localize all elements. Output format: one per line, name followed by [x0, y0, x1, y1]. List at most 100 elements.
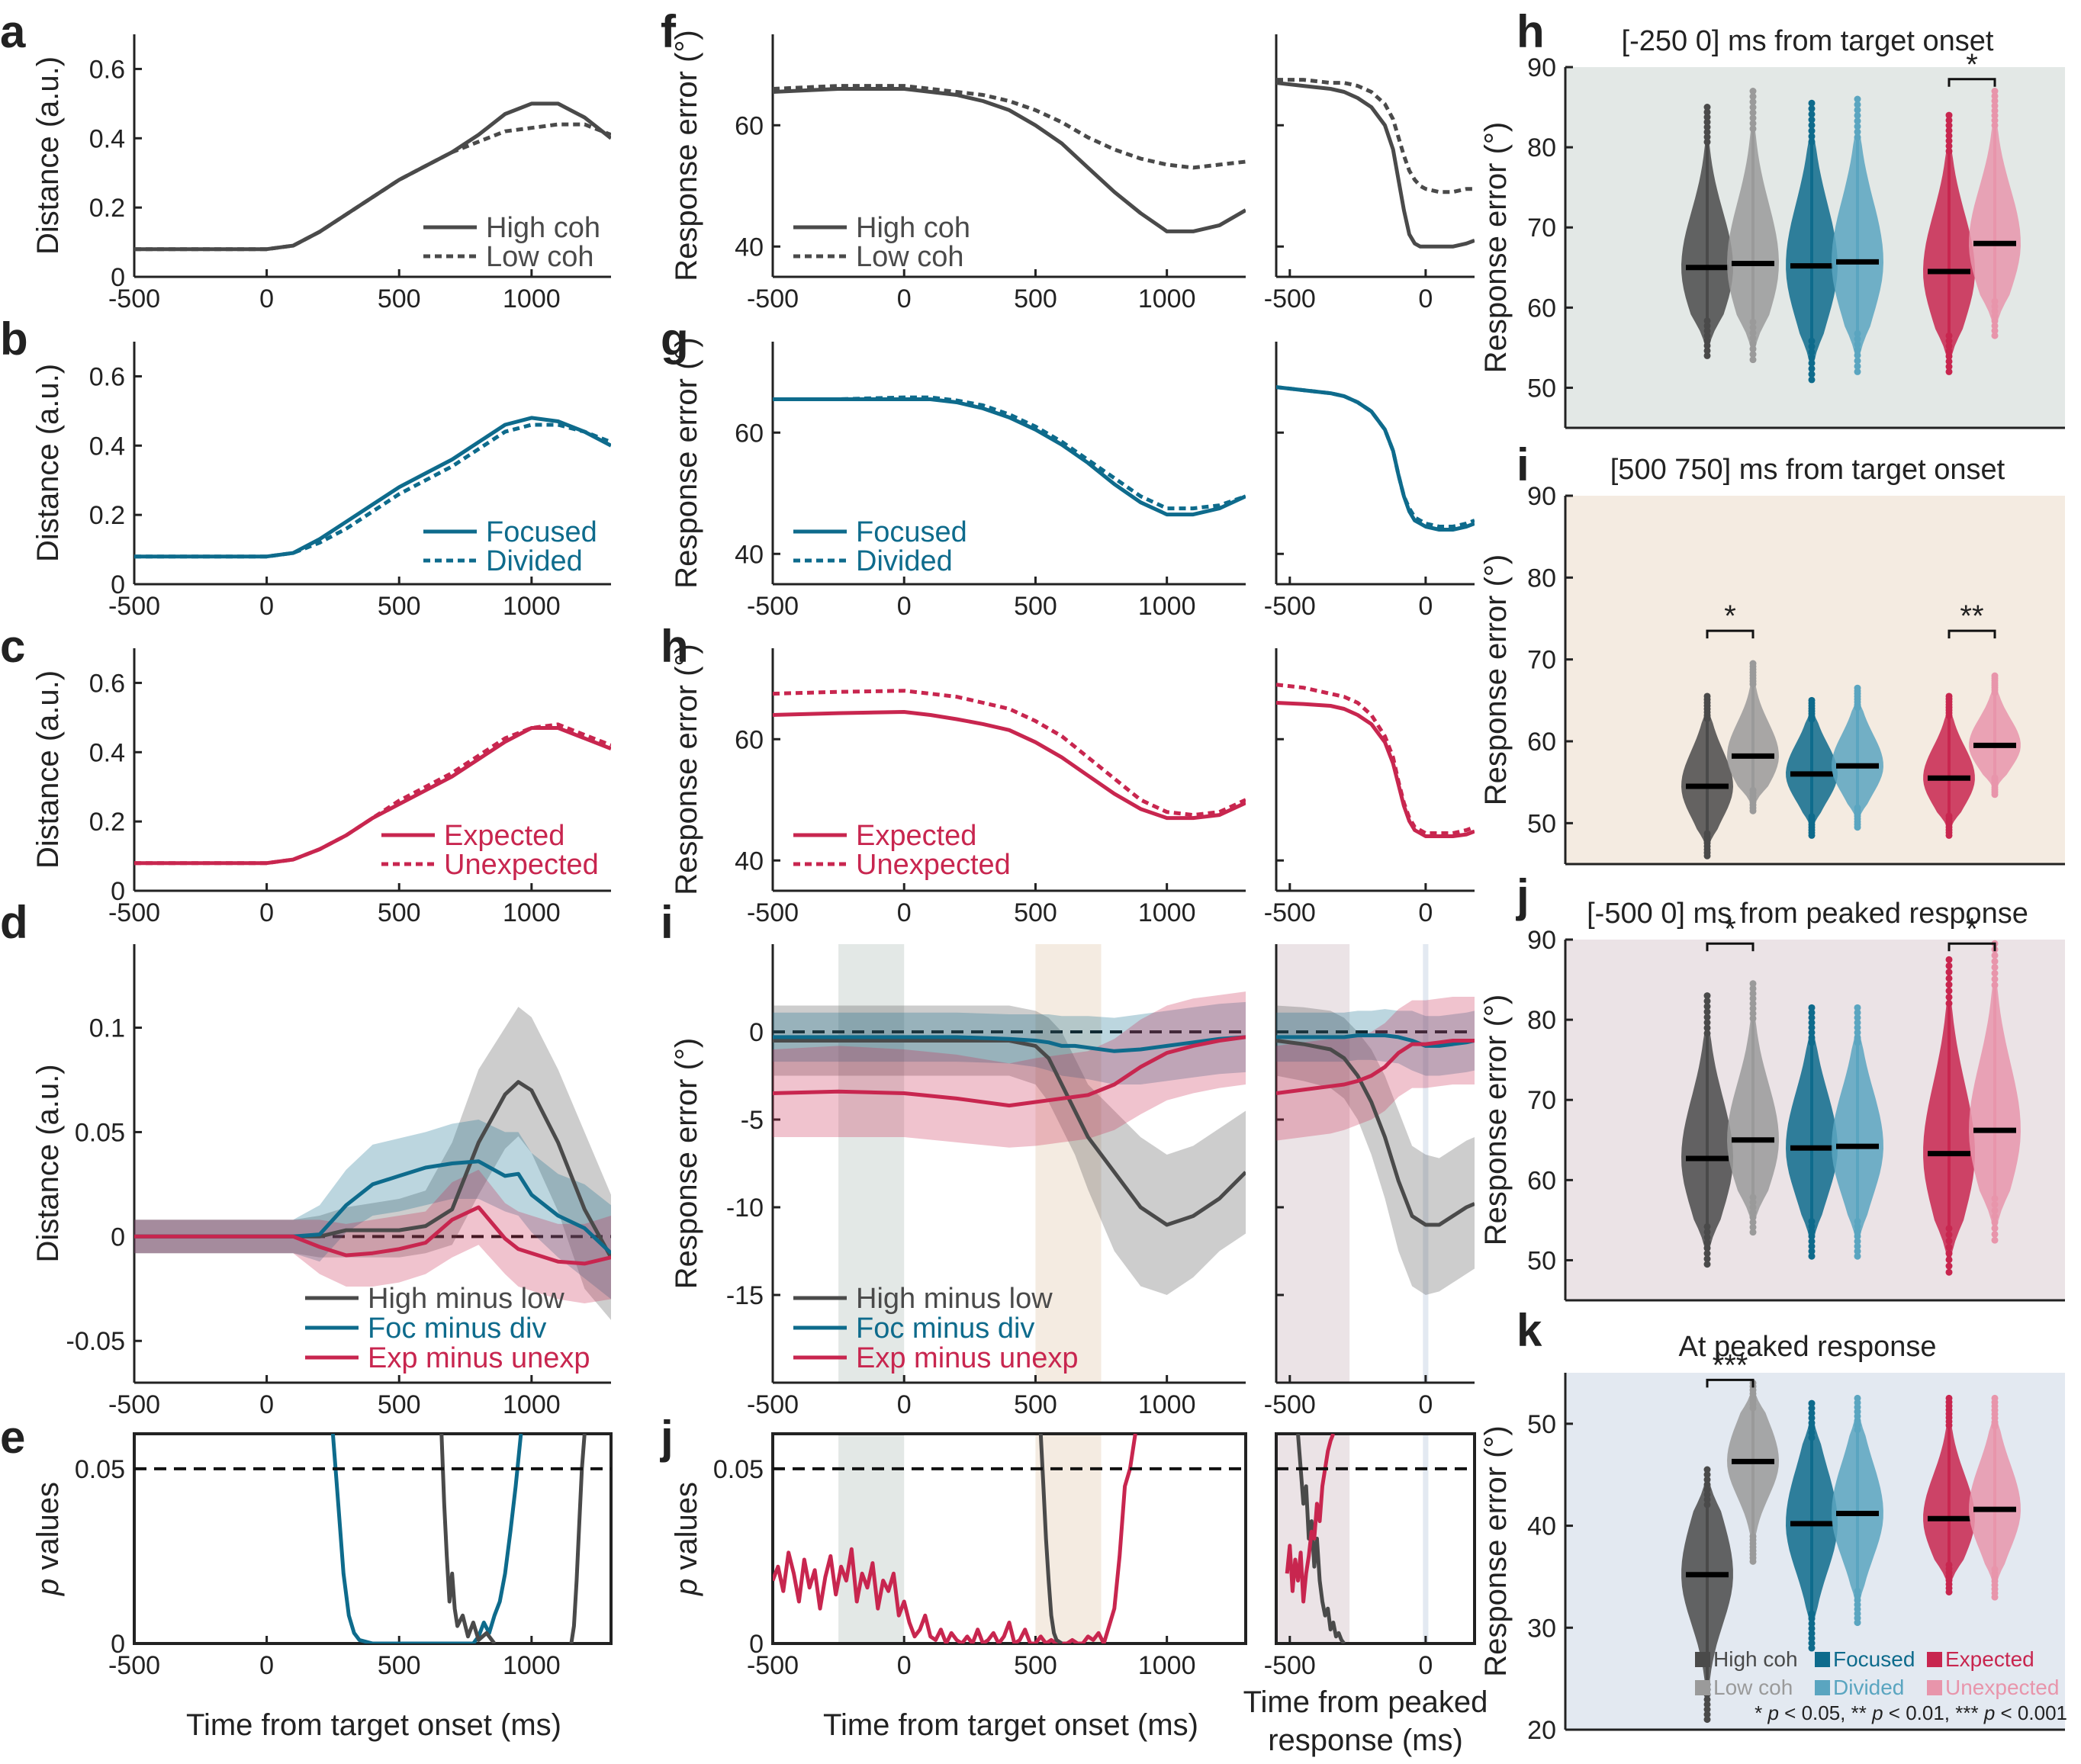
violin-outlier-top-2 — [1808, 1405, 1816, 1412]
x-tick-label: 500 — [378, 592, 421, 621]
violin-outlier-top-4 — [1945, 122, 1953, 130]
violin-legend-label-high-coh: High coh — [1713, 1647, 1798, 1671]
legend-i-line: High minus low Foc minus div Exp minus u… — [793, 1283, 1079, 1374]
violin-outlier-top-5 — [1991, 982, 1999, 989]
series-line-1 — [773, 689, 1246, 818]
y-tick-label: 0 — [111, 877, 125, 906]
violin-outlier-bottom-5 — [1991, 1213, 1999, 1220]
violin-outlier-bottom-5 — [1991, 1219, 1999, 1226]
violin-outlier-bottom-1 — [1749, 1223, 1757, 1231]
series-line-0 — [773, 87, 1246, 233]
axes-box — [1275, 1432, 1476, 1645]
violin-outlier-top-3 — [1854, 117, 1861, 125]
violin-outlier-bottom-0 — [1703, 1261, 1711, 1268]
peak-xlabel-line1: Time from peaked — [1243, 1685, 1488, 1719]
y-tick-label: 70 — [1527, 214, 1556, 243]
violin-outlier-top-3 — [1854, 1004, 1861, 1011]
violin-outlier-bottom-0 — [1703, 332, 1711, 339]
violin-outlier-top-2 — [1808, 1409, 1816, 1417]
panel-letter-h-violin: h — [1517, 6, 1545, 57]
x-tick-label: 500 — [378, 284, 421, 313]
violin-outlier-top-3 — [1854, 704, 1861, 712]
violin-outlier-bottom-4 — [1945, 358, 1953, 365]
y-axis-label: Response error (°) — [670, 1038, 703, 1289]
y-tick-label: 70 — [1527, 1086, 1556, 1115]
violin-outlier-bottom-3 — [1854, 346, 1861, 354]
y-tick-label: 80 — [1527, 133, 1556, 162]
y-tick-label: 40 — [1527, 1512, 1556, 1541]
violin-outlier-bottom-2 — [1808, 354, 1816, 361]
x-tick-label: 0 — [1418, 898, 1433, 927]
violin-outlier-top-5 — [1991, 102, 1999, 110]
violin-panel-title: [-250 0] ms from target onset — [1622, 25, 1994, 57]
legend-g-label-0: Focused — [856, 516, 967, 548]
violin-outlier-bottom-1 — [1749, 345, 1757, 353]
highlight-window-0 — [1276, 944, 1350, 1383]
violin-outlier-top-0 — [1703, 128, 1711, 136]
violin-outlier-top-3 — [1854, 95, 1861, 103]
significance-bracket-0 — [1706, 942, 1755, 952]
y-tick-label: 20 — [1527, 1716, 1556, 1745]
violin-outlier-bottom-5 — [1991, 317, 1999, 325]
series-line-1 — [134, 722, 611, 866]
violin-outlier-top-1 — [1749, 120, 1757, 127]
violin-outlier-bottom-2 — [1808, 1242, 1816, 1250]
violin-outlier-top-0 — [1703, 1491, 1711, 1499]
violin-outlier-bottom-2 — [1808, 1232, 1816, 1240]
violin-outlier-bottom-1 — [1749, 334, 1757, 342]
violin-outlier-bottom-4 — [1945, 342, 1953, 350]
violin-outlier-bottom-4 — [1945, 368, 1953, 375]
y-tick-label: 0.6 — [89, 362, 125, 391]
x-tick-label: 1000 — [503, 898, 561, 927]
legend-f-label-1: Low coh — [856, 241, 964, 273]
violin-outlier-top-4 — [1945, 1000, 1953, 1007]
violin-outlier-top-5 — [1991, 121, 1999, 129]
x-tick-label: -500 — [747, 898, 799, 927]
violin-outlier-top-4 — [1945, 969, 1953, 976]
footnote-part: p — [1983, 1701, 1995, 1724]
x-tick-label: 0 — [897, 1651, 912, 1680]
y-tick-label: 70 — [1527, 646, 1556, 675]
y-tick-label: 0.2 — [89, 808, 125, 837]
violin-outlier-top-1 — [1749, 1010, 1757, 1017]
violin-outlier-bottom-4 — [1945, 1237, 1953, 1245]
violin-outlier-bottom-2 — [1808, 1228, 1816, 1235]
violin-outlier-top-3 — [1854, 1019, 1861, 1027]
violin-outlier-top-2 — [1808, 111, 1816, 118]
x-tick-label: -500 — [108, 898, 160, 927]
violin-outlier-top-4 — [1945, 987, 1953, 994]
violin-outlier-bottom-3 — [1854, 1242, 1861, 1250]
violin-outlier-bottom-3 — [1854, 336, 1861, 343]
violin-outlier-bottom-4 — [1945, 363, 1953, 371]
violin-outlier-bottom-0 — [1703, 327, 1711, 335]
violin-outlier-bottom-2 — [1808, 1615, 1816, 1623]
series-line-2 — [134, 1205, 611, 1266]
series-line-0 — [1276, 1039, 1475, 1227]
legend-h-line: Expected Unexpected — [793, 820, 1011, 881]
violin-outlier-bottom-4 — [1945, 332, 1953, 339]
x-tick-label: -500 — [1264, 592, 1316, 621]
x-tick-label: 1000 — [503, 1390, 561, 1419]
mid-xlabel: Time from target onset (ms) — [823, 1708, 1198, 1742]
ci-band-1 — [773, 1001, 1246, 1084]
y-axis-label-p: p — [670, 1579, 703, 1596]
violin-outlier-top-4 — [1945, 712, 1953, 720]
violin-outlier-bottom-5 — [1991, 774, 1999, 782]
x-tick-label: -500 — [1264, 1390, 1316, 1419]
violin-legend-swatch-expected — [1927, 1652, 1942, 1667]
y-tick-label: 0.4 — [89, 124, 125, 153]
violin-outlier-bottom-4 — [1945, 1243, 1953, 1251]
violin-outlier-top-5 — [1991, 117, 1999, 124]
violin-outlier-bottom-1 — [1749, 340, 1757, 348]
violin-outlier-top-0 — [1703, 1496, 1711, 1503]
footnote-part: * — [1755, 1701, 1767, 1724]
violin-outlier-top-0 — [1703, 1486, 1711, 1493]
violin-outlier-bottom-2 — [1808, 365, 1816, 372]
series-line-0 — [1276, 81, 1475, 249]
violin-outlier-bottom-0 — [1703, 352, 1711, 359]
